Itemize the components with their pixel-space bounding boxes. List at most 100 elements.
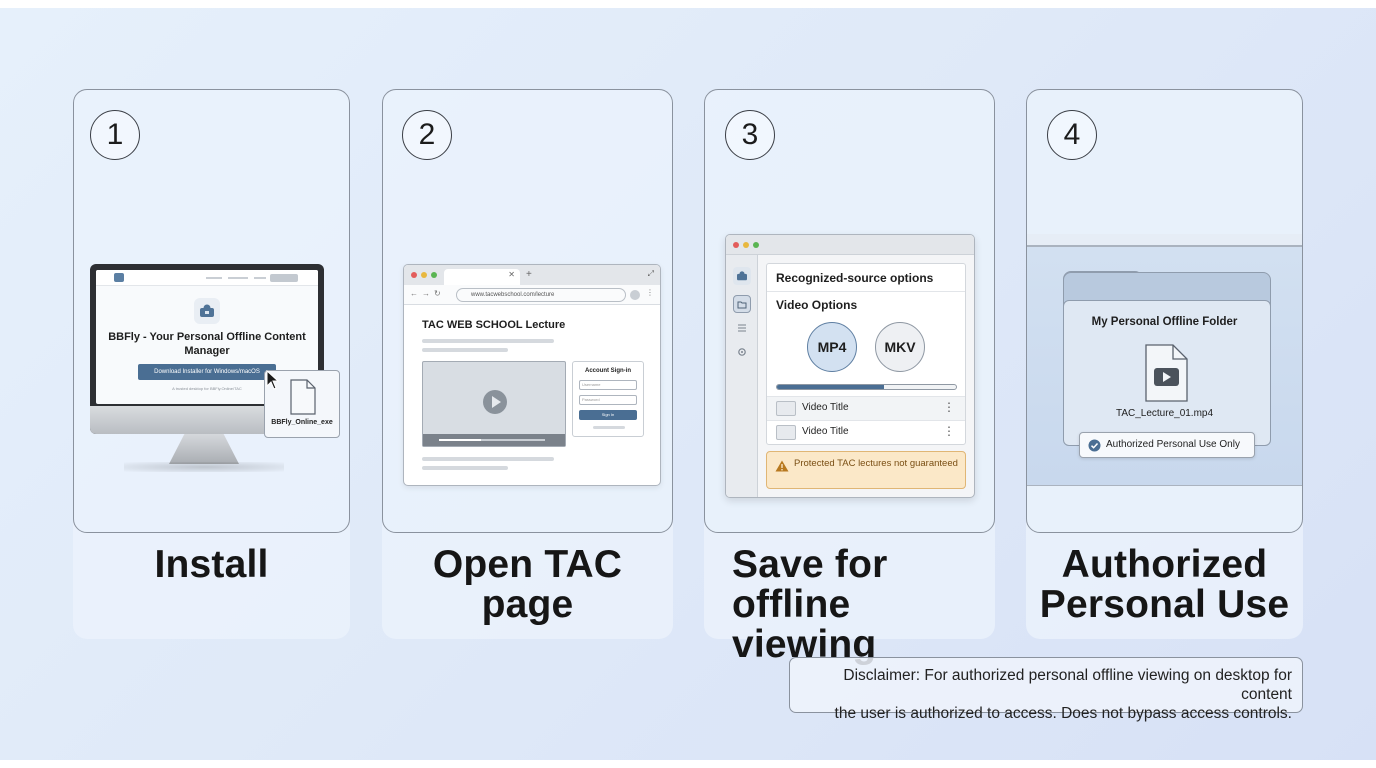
product-title: BBFly - Your Personal Offline Content Ma… (108, 331, 306, 357)
installer-file-name: BBFly_Online_exe (271, 419, 333, 426)
step-title: Open TAC page (382, 545, 673, 625)
nav-button (270, 274, 298, 282)
nav-link (254, 277, 266, 279)
site-navbar (96, 270, 318, 286)
monitor-stand (169, 434, 239, 464)
nav-link (228, 277, 248, 279)
maximize-dot-icon (753, 242, 759, 248)
step-title: Install (154, 543, 269, 586)
mouse-cursor-icon (266, 370, 280, 390)
text-placeholder-line (422, 348, 508, 352)
address-bar: www.tacwebschool.com/lecture (456, 288, 626, 302)
username-field: Username (579, 380, 637, 390)
step-number: 1 (90, 110, 140, 160)
download-installer-button: Download Installer for Windows/macOS (138, 364, 276, 380)
fine-print: A trusted desktop for BBFly.Online/TAC (172, 386, 242, 391)
checkmark-icon (1088, 439, 1101, 452)
disclaimer-box: Disclaimer: For authorized personal offl… (789, 657, 1303, 722)
authorized-badge: Authorized Personal Use Only (1079, 432, 1255, 458)
panel-title: Recognized-source options (767, 264, 965, 292)
step-illustration-save-offline: 3 Recogn (704, 89, 995, 533)
new-tab-icon: + (526, 269, 532, 280)
video-thumbnail (776, 401, 796, 416)
video-title: Video Title (802, 402, 849, 413)
format-option-mkv: MKV (875, 322, 925, 372)
warning-text: Protected TAC lectures not guaranteed (794, 458, 958, 469)
step-number: 3 (725, 110, 775, 160)
step-illustration-install: 1 BBFly - Your Personal Offline Content … (73, 89, 350, 533)
maximize-dot-icon (431, 272, 437, 278)
disclaimer-line: the user is authorized to access. Does n… (834, 705, 1292, 722)
list-item: Video Title ⋮ (767, 396, 965, 420)
step-card-authorized-use: 4 My Personal Offline Folder TAC_Lecture… (1026, 89, 1303, 639)
video-thumbnail (776, 425, 796, 440)
video-file-icon (1145, 344, 1188, 402)
text-placeholder-line (422, 466, 508, 470)
video-file-name: TAC_Lecture_01.mp4 (1115, 408, 1214, 419)
menu-dots-icon: ⋮ (646, 288, 654, 297)
folder-title: My Personal Offline Folder (1091, 316, 1238, 328)
nav-link (206, 277, 222, 279)
cloud-app-icon (733, 267, 751, 285)
lecture-heading: TAC WEB SCHOOL Lecture (422, 319, 566, 331)
monitor-shadow (124, 462, 284, 472)
disclaimer-line: Disclaimer: For authorized personal offl… (843, 667, 1292, 703)
text-placeholder-line (422, 457, 554, 461)
step-title-text: Open TAC page (432, 543, 623, 626)
more-options-icon: ⋮ (943, 400, 955, 414)
tab-close-icon: ✕ (508, 270, 515, 279)
warning-banner: Protected TAC lectures not guaranteed (766, 451, 966, 489)
download-progress-fill (777, 385, 885, 389)
step-number: 4 (1047, 110, 1097, 160)
format-option-mp4: MP4 (807, 322, 857, 372)
close-dot-icon (733, 242, 739, 248)
step-illustration-authorized-use: 4 My Personal Offline Folder TAC_Lecture… (1026, 89, 1303, 533)
gear-icon (733, 343, 751, 361)
list-icon (733, 319, 751, 337)
step-title: Authorized Personal Use (1026, 545, 1303, 625)
video-controls (423, 434, 565, 446)
cloud-app-icon (194, 298, 220, 324)
expand-icon: ⤢ (647, 269, 654, 278)
browser-tab-bar: ✕ + ⤢ (404, 265, 660, 285)
password-field: Password (579, 395, 637, 405)
app-window: Recognized-source options Video Options … (725, 234, 975, 498)
step-title-text: Save for offline viewing (732, 543, 888, 666)
signin-box: Account Sign-in Username Password Sign I… (572, 361, 644, 437)
video-player (422, 361, 566, 447)
step-card-open-page: 2 ✕ + ⤢ ←→↻ www.tacwebschool.com/lecture… (382, 89, 673, 639)
options-panel: Recognized-source options Video Options … (766, 263, 966, 445)
more-options-icon: ⋮ (943, 424, 955, 438)
nav-arrows-icon: ←→↻ (410, 289, 445, 298)
profile-icon (630, 290, 640, 300)
browser-window: ✕ + ⤢ ←→↻ www.tacwebschool.com/lecture ⋮… (403, 264, 661, 486)
signin-title: Account Sign-in (585, 368, 631, 374)
badge-text: Authorized Personal Use Only (1106, 439, 1240, 450)
step-number: 2 (402, 110, 452, 160)
minimize-dot-icon (743, 242, 749, 248)
monitor-illustration: BBFly - Your Personal Offline Content Ma… (90, 264, 324, 434)
site-logo-icon (114, 273, 124, 282)
close-dot-icon (411, 272, 417, 278)
minimize-dot-icon (421, 272, 427, 278)
file-icon (290, 379, 316, 415)
step-card-save-offline: 3 Recogn (704, 89, 995, 665)
play-icon (483, 390, 507, 414)
signin-button: Sign In (579, 410, 637, 420)
list-item: Video Title ⋮ (767, 420, 965, 444)
video-title: Video Title (802, 426, 849, 437)
text-placeholder-line (422, 339, 554, 343)
folder-icon (733, 295, 751, 313)
step-title-text: Authorized Personal Use (1039, 543, 1290, 626)
download-progress-bar (776, 384, 957, 390)
warning-icon (775, 460, 789, 472)
window-strip (1027, 234, 1302, 246)
browser-tab: ✕ (444, 269, 520, 285)
video-progress-fill (439, 439, 482, 441)
browser-toolbar: ←→↻ www.tacwebschool.com/lecture ⋮ (404, 285, 660, 305)
app-titlebar (726, 235, 974, 255)
video-progress-track (439, 439, 545, 441)
step-title: Save for offline viewing (704, 545, 995, 665)
step-card-install: 1 BBFly - Your Personal Offline Content … (73, 89, 350, 639)
text-placeholder-line (593, 426, 625, 429)
